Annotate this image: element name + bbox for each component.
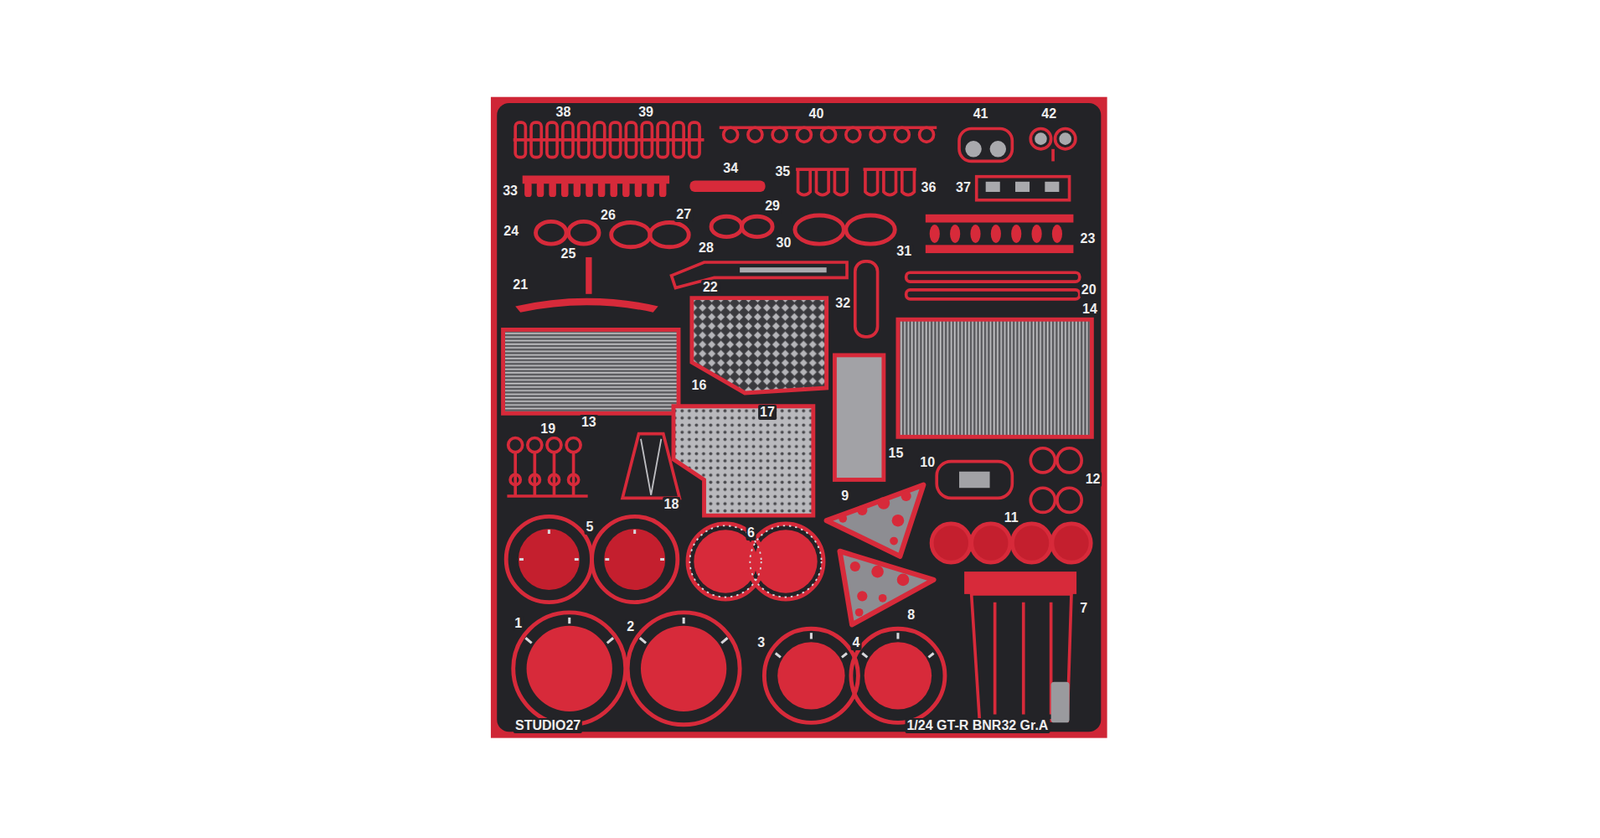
callout-number: 7 [1078,600,1090,616]
callout-number: 20 [1079,282,1099,298]
callout-number: 37 [954,180,973,196]
callout-number: 2 [624,619,636,635]
callout-number: 5 [584,519,596,535]
callout-number: 41 [971,106,991,122]
callout-number: 11 [1002,510,1021,526]
callout-number: 35 [773,164,792,180]
callout-number: 15 [887,445,906,461]
callout-number: 26 [598,207,618,223]
callout-number: 31 [894,243,914,259]
fret-marking: STUDIO27 [513,717,583,733]
callout-number: 28 [696,240,716,256]
callout-number: 1 [512,615,524,631]
callout-number: 12 [1083,471,1103,487]
callout-number: 10 [918,454,937,470]
callout-number: 8 [905,607,917,623]
callout-number: 30 [774,235,794,251]
fret-marking: 1/24 GT-R BNR32 Gr.A [904,717,1050,733]
callout-number: 24 [501,223,521,239]
callout-number: 27 [674,206,693,222]
callout-number: 25 [559,246,579,262]
callout-number: 38 [553,104,573,120]
callout-number: 3 [755,634,767,651]
callout-number: 42 [1039,106,1059,122]
callout-number: 29 [763,198,782,214]
callout-number: 4 [851,634,862,651]
callout-number: 33 [500,183,520,199]
callout-number: 18 [662,496,682,512]
callout-number: 19 [538,421,558,437]
callout-number: 9 [839,488,851,504]
callout-number: 13 [579,414,599,430]
callout-number: 40 [807,106,826,122]
callout-number: 21 [510,277,530,293]
callout-number: 34 [721,160,740,176]
callout-number: 17 [758,404,777,420]
callout-number: 22 [701,279,720,295]
callout-number: 23 [1078,231,1098,247]
callout-number: 14 [1080,301,1100,317]
callout-number: 39 [636,104,656,120]
callout-number: 32 [833,295,852,311]
callout-number: 36 [919,180,939,196]
callout-number: 6 [745,525,757,541]
callout-number: 16 [690,377,709,393]
